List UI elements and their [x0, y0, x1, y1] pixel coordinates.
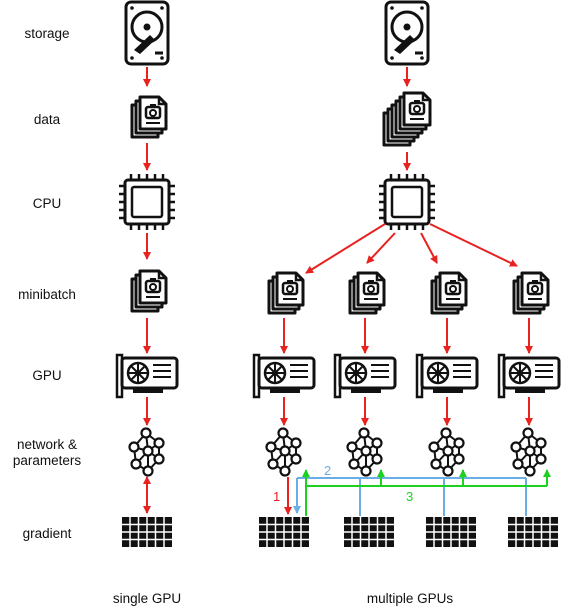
photo-file-stack-icon [350, 273, 384, 313]
step-number-3: 3 [406, 489, 414, 504]
step-number-2: 2 [324, 463, 332, 478]
row-label-minibatch: minibatch [18, 287, 76, 302]
photo-file-stack-icon [132, 97, 166, 137]
hard-drive-icon [124, 0, 170, 66]
row-label-parameters: parameters [12, 453, 82, 468]
neural-network-icon [428, 427, 465, 477]
graphics-card-icon [333, 353, 397, 399]
gradient-grid-icon [343, 516, 395, 548]
graphics-card-icon [415, 353, 479, 399]
row-label-storage: storage [24, 26, 70, 41]
hard-drive-icon [384, 0, 430, 66]
row-label-network: network & [16, 437, 78, 452]
cpu-chip-icon [377, 172, 437, 232]
multi-gpu-flow-arrows [280, 67, 533, 515]
neural-network-icon [265, 427, 302, 477]
row-label-gpu: GPU [32, 368, 62, 383]
gradient-grid-icon [121, 516, 173, 548]
graphics-card-icon [115, 353, 179, 399]
photo-file-stack-icon [432, 273, 466, 313]
cpu-chip-icon [117, 172, 177, 232]
step3-broadcast-arrows [302, 469, 551, 516]
caption-single-gpu: single GPU [112, 591, 182, 606]
row-label-data: data [33, 112, 61, 127]
neural-network-icon [510, 427, 547, 477]
photo-file-stack-icon [269, 273, 303, 313]
gradient-grid-icon [258, 516, 310, 548]
neural-network-icon [128, 427, 165, 477]
step2-aggregate-arrows [293, 477, 527, 516]
graphics-card-icon [497, 353, 561, 399]
neural-network-icon [346, 427, 383, 477]
gradient-grid-icon [425, 516, 477, 548]
photo-file-stack-icon [514, 273, 548, 313]
row-label-gradient: gradient [22, 526, 72, 541]
gradient-grid-icon [507, 516, 559, 548]
graphics-card-icon [252, 353, 316, 399]
row-label-cpu: CPU [32, 196, 62, 211]
step-number-1: 1 [273, 489, 281, 504]
caption-multiple-gpus: multiple GPUs [366, 591, 454, 606]
photo-file-stack-icon [132, 271, 166, 311]
photo-file-stack-icon [382, 91, 432, 147]
